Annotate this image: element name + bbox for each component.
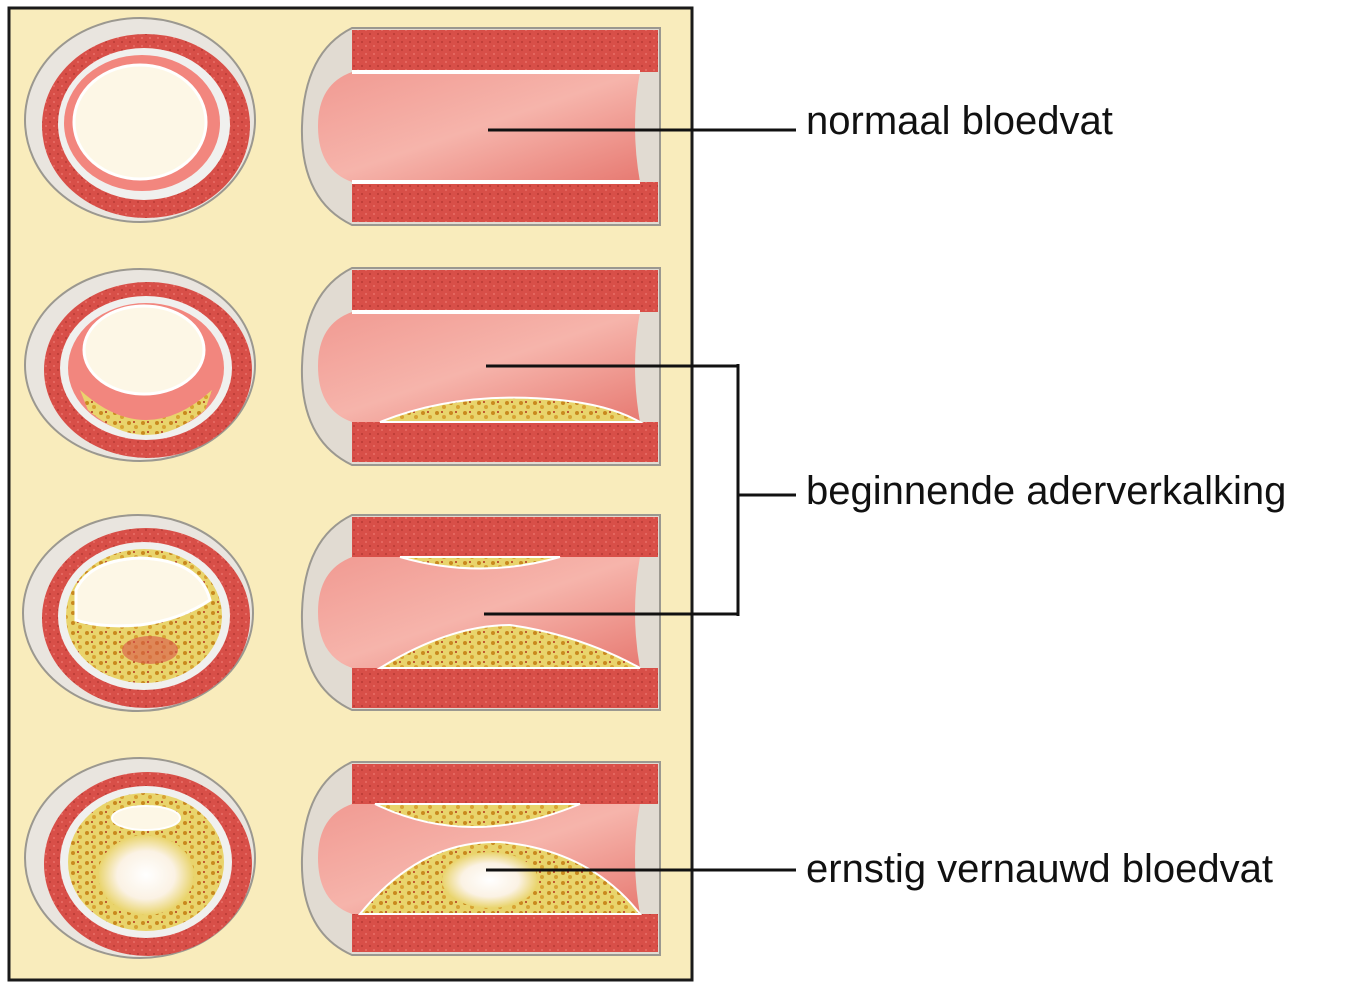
cross-section-beginning-2 [23,515,253,711]
longitudinal-section-normal [302,28,660,225]
cross-section-normal [25,18,255,222]
label-normal-vessel: normaal bloedvat [806,101,1113,141]
longitudinal-section-severe [302,762,660,955]
label-beginning-atherosclerosis: beginnende aderverkalking [806,471,1286,511]
cross-section-severe [25,758,255,958]
label-severely-narrowed-vessel: ernstig vernauwd bloedvat [806,849,1273,889]
cross-section-beginning-1 [25,269,255,461]
